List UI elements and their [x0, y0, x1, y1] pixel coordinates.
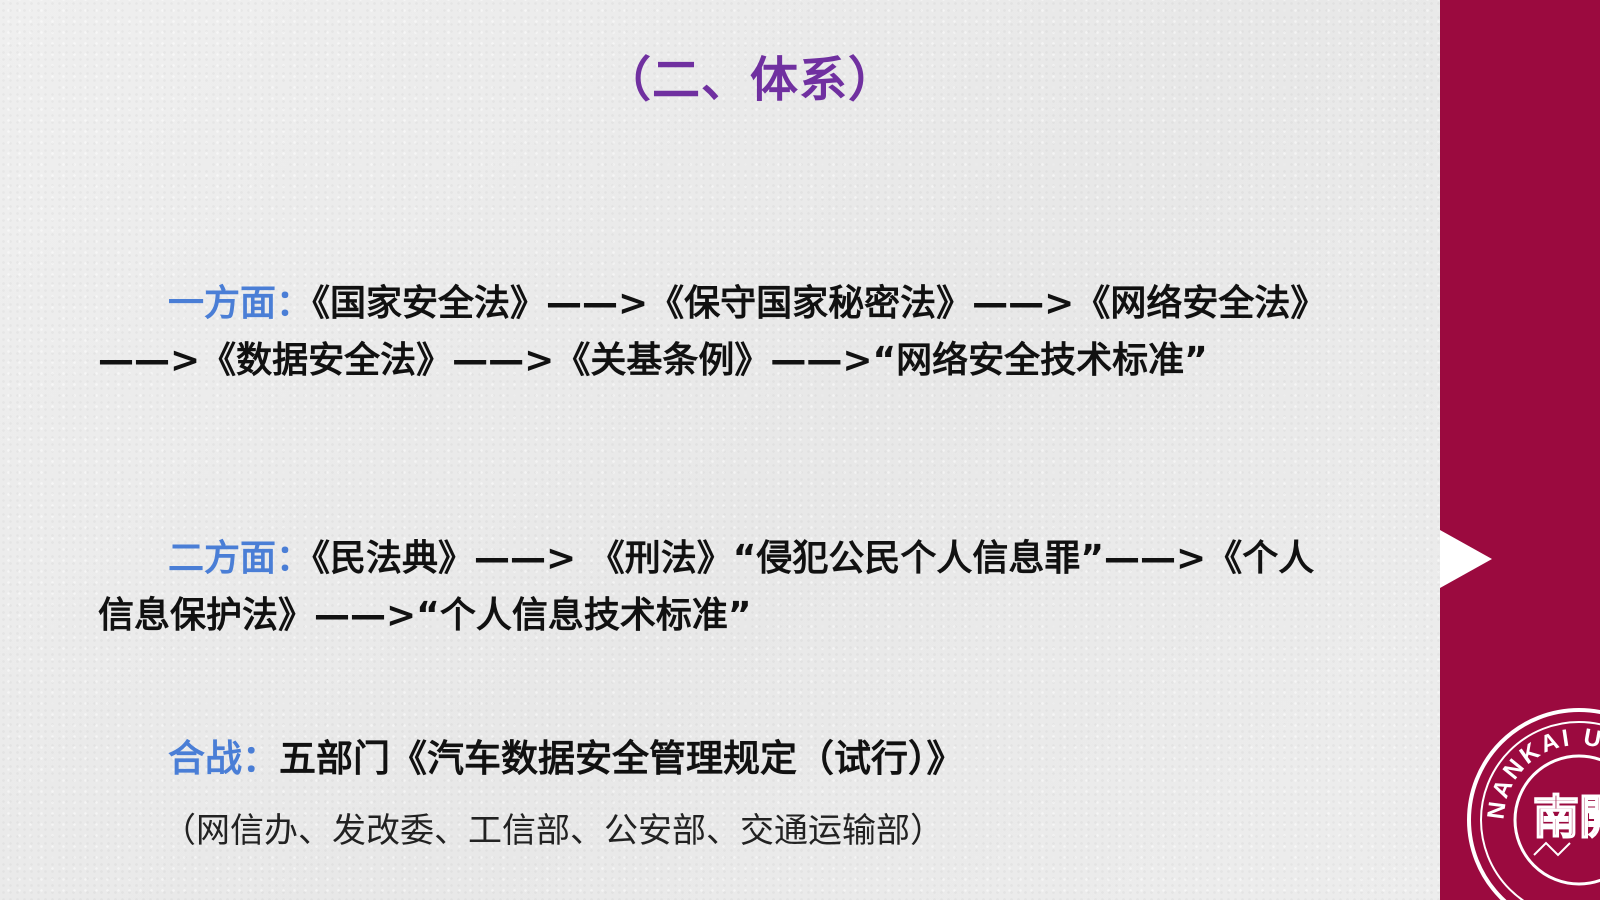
- page-title: （二、体系）: [602, 52, 897, 108]
- seal-character: 南開: [1533, 790, 1600, 844]
- play-arrow-icon[interactable]: [1440, 530, 1492, 588]
- sidebar-panel: NANKAI UNI 南開: [1440, 0, 1600, 900]
- departments-list: （网信办、发改委、工信部、公安部、交通运输部）: [162, 811, 944, 851]
- paragraph-two-aspect: 二方面：《民法典》——> 《刑法》“侵犯公民个人信息罪”——>《个人信息保护法》…: [98, 530, 1348, 644]
- lead-label-one-aspect: 一方面：: [168, 283, 313, 324]
- paragraph-joint-effort: 合战：五部门《汽车数据安全管理规定（试行）》: [168, 728, 964, 782]
- paragraph-one-aspect: 一方面：《国家安全法》——>《保守国家秘密法》——>《网络安全法》——>《数据安…: [98, 275, 1348, 389]
- university-seal-icon: NANKAI UNI 南開: [1467, 708, 1600, 900]
- law-chain-national-security: 《国家安全法》——>《保守国家秘密法》——>《网络安全法》——>《数据安全法》—…: [98, 283, 1327, 381]
- automotive-data-regulation: 五部门《汽车数据安全管理规定（试行）》: [279, 737, 964, 780]
- law-chain-personal-information: 《民法典》——> 《刑法》“侵犯公民个人信息罪”——>《个人信息保护法》——>“…: [98, 538, 1315, 636]
- lead-label-two-aspect: 二方面：: [168, 538, 313, 579]
- lead-label-joint-effort: 合战：: [168, 737, 279, 780]
- slide-content: （二、体系） 一方面：《国家安全法》——>《保守国家秘密法》——>《网络安全法》…: [0, 0, 1440, 900]
